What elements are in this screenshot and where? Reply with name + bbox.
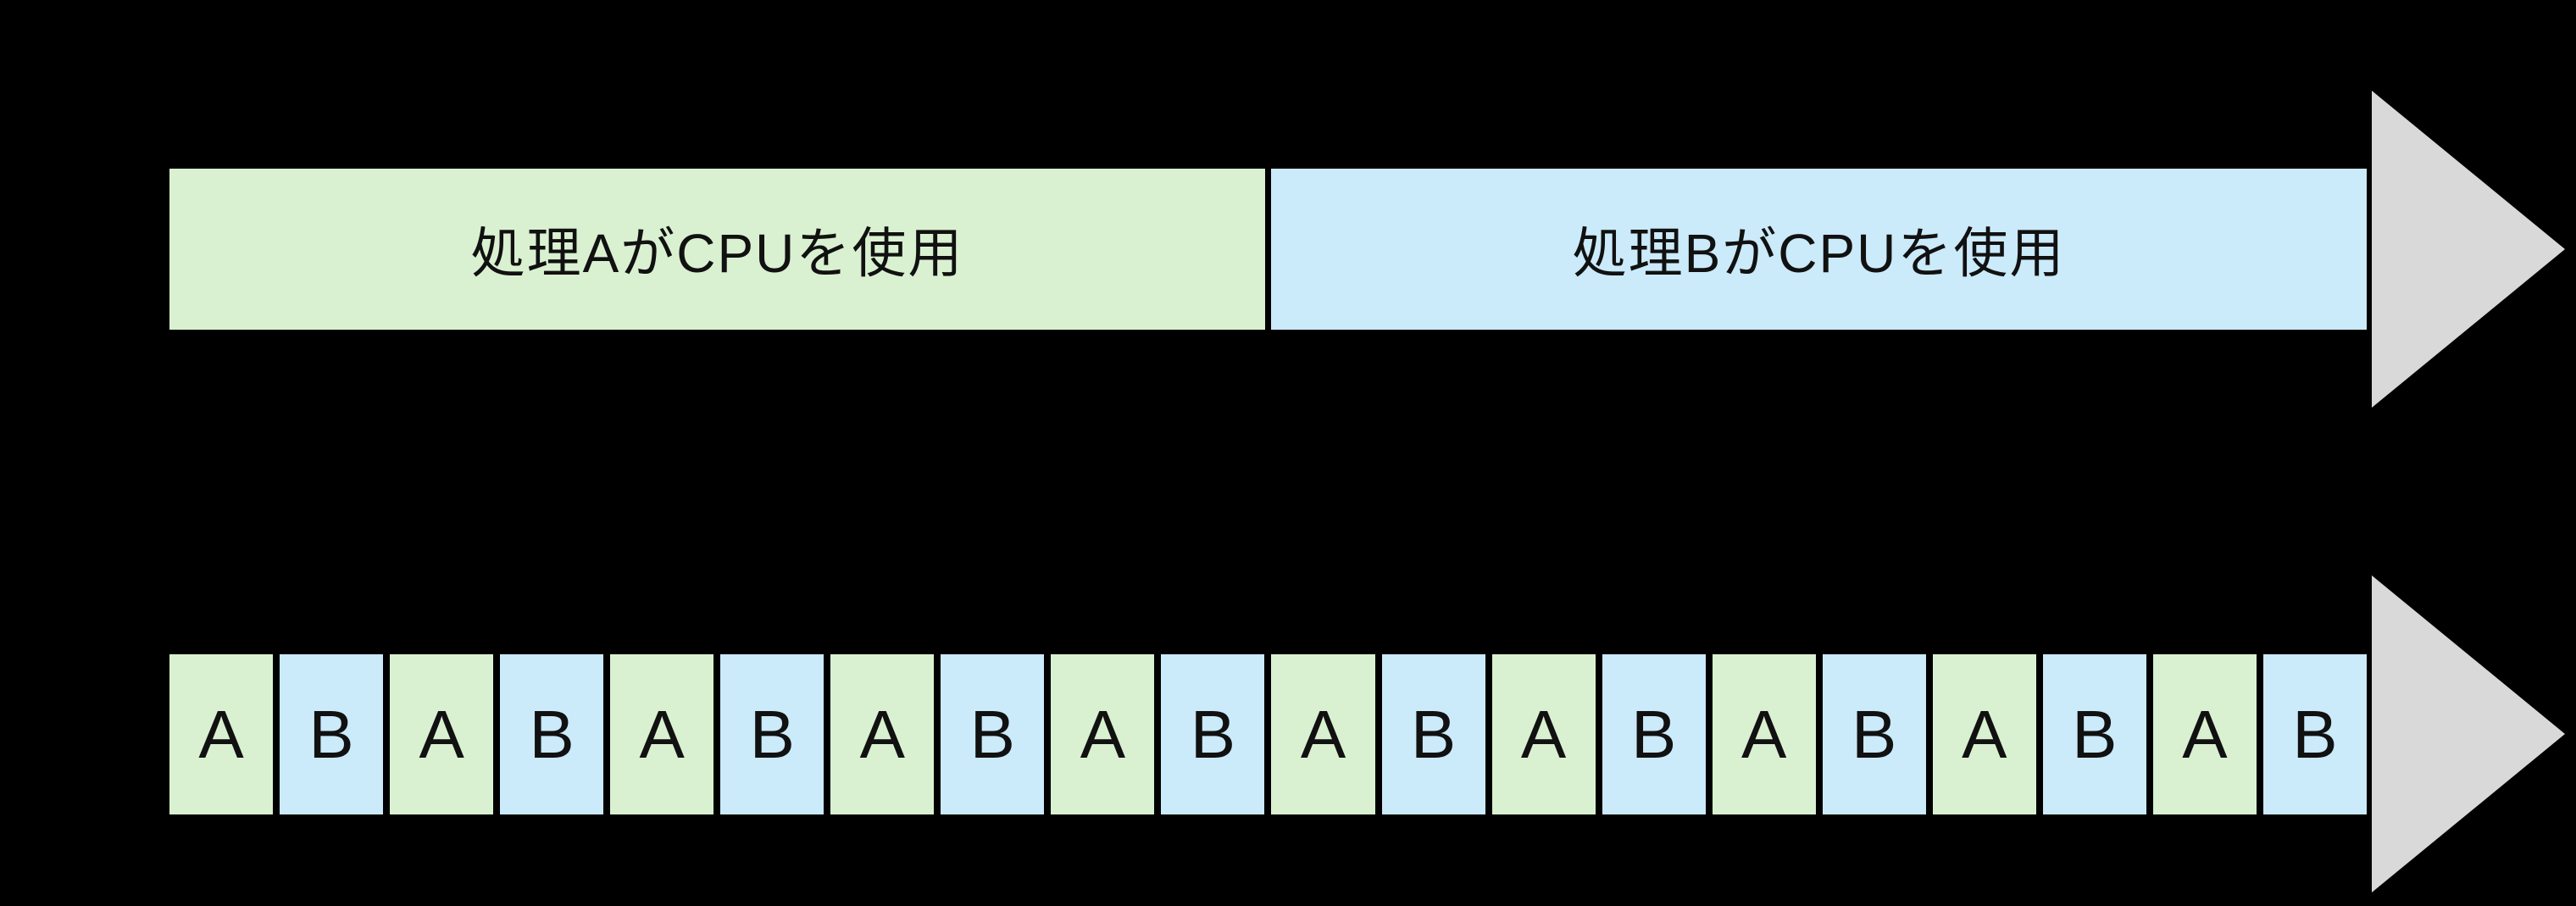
- time-slice-cell: B: [1602, 654, 1706, 814]
- process-a-box: 処理AがCPUを使用: [169, 169, 1265, 330]
- time-slice-label: B: [529, 696, 575, 772]
- time-slice-label: B: [1630, 696, 1677, 772]
- time-slice-label: B: [308, 696, 354, 772]
- time-slice-cell: B: [1381, 654, 1485, 814]
- timeline-right-arrow-icon: [2372, 575, 2565, 892]
- time-slice-label: A: [1080, 696, 1126, 772]
- time-slice-cell: B: [1822, 654, 1926, 814]
- time-slice-label: A: [419, 696, 464, 772]
- time-slice-label: A: [1962, 696, 2007, 772]
- time-slice-label: A: [639, 696, 685, 772]
- time-slice-cell: A: [1932, 654, 2036, 814]
- time-slice-cell: A: [169, 654, 274, 814]
- time-slice-cell: A: [390, 654, 494, 814]
- time-slice-cell: B: [720, 654, 824, 814]
- time-slice-label: B: [1190, 696, 1236, 772]
- time-slice-cell: A: [1712, 654, 1816, 814]
- process-b-box: 処理BがCPUを使用: [1271, 169, 2367, 330]
- time-slice-label: B: [1852, 696, 1897, 772]
- time-slice-cell: A: [1271, 654, 1375, 814]
- time-slice-label: A: [1520, 696, 1567, 772]
- time-slice-cell: B: [941, 654, 1045, 814]
- time-slice-cell: B: [1161, 654, 1265, 814]
- time-slice-label: B: [2072, 696, 2118, 772]
- time-slice-label: B: [1410, 696, 1457, 772]
- time-slice-cell: B: [2262, 654, 2367, 814]
- time-slice-label: A: [2182, 696, 2228, 772]
- time-slice-cell: B: [280, 654, 384, 814]
- time-slice-cell: B: [2042, 654, 2146, 814]
- timeline-right-arrow-icon: [2372, 91, 2565, 408]
- time-slice-cell: A: [1491, 654, 1596, 814]
- time-slice-cell: A: [610, 654, 714, 814]
- time-slice-cell: A: [2152, 654, 2257, 814]
- time-slice-label: B: [749, 696, 795, 772]
- time-slice-cell: A: [830, 654, 935, 814]
- time-slice-label: B: [969, 696, 1016, 772]
- time-slice-cell: A: [1051, 654, 1155, 814]
- process-box-label: 処理BがCPUを使用: [1572, 223, 2066, 284]
- time-slice-label: A: [198, 696, 244, 772]
- cpu-usage-row: 処理AがCPUを使用 処理BがCPUを使用: [169, 169, 2367, 330]
- time-slice-cell: B: [500, 654, 604, 814]
- time-slice-label: A: [1300, 696, 1346, 772]
- time-slice-label: A: [1741, 696, 1787, 772]
- process-box-label: 処理AがCPUを使用: [470, 223, 964, 284]
- time-slice-label: B: [2292, 696, 2338, 772]
- time-slice-label: A: [859, 696, 905, 772]
